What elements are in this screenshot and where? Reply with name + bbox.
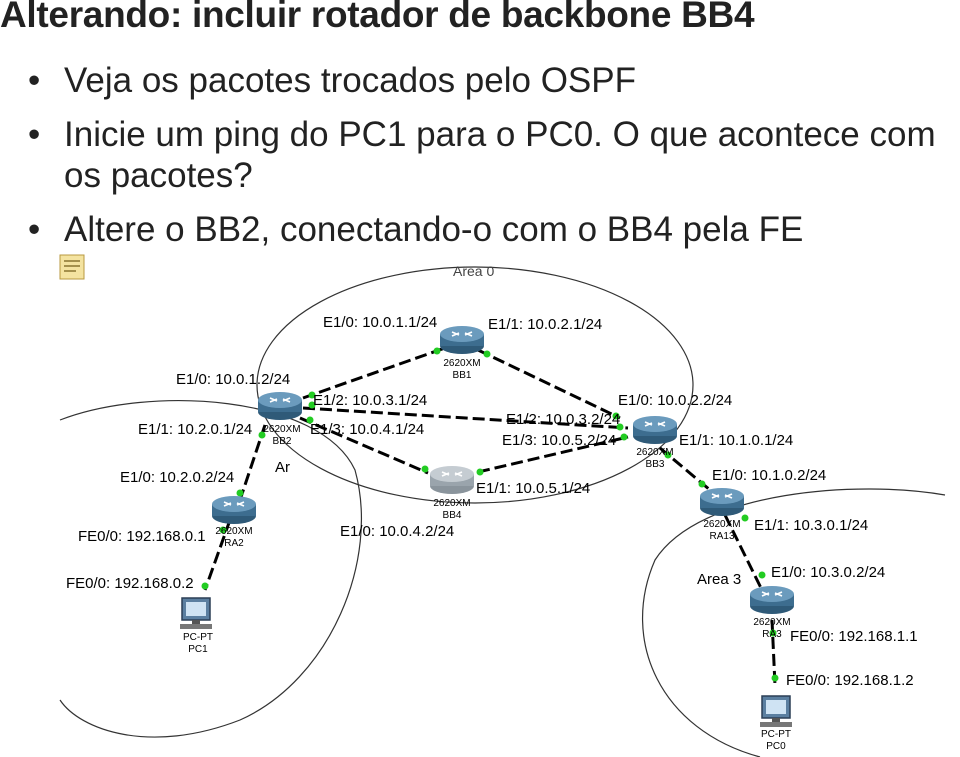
device-name-label: RA2	[224, 538, 244, 549]
device-name-label: BB2	[273, 436, 292, 447]
interface-label: E1/0: 10.0.1.2/24	[176, 371, 290, 388]
interface-label: FE0/0: 192.168.1.2	[786, 672, 914, 689]
router-ra3[interactable]: 2620XM RA3	[749, 585, 795, 640]
device-model-label: 2620XM	[753, 617, 790, 628]
bullet-list: Veja os pacotes trocados pelo OSPF Inici…	[28, 60, 948, 250]
interface-label: E1/0: 10.3.0.2/24	[771, 564, 885, 581]
device-name-label: BB3	[646, 459, 665, 470]
interface-label: E1/0: 10.0.2.2/24	[618, 392, 732, 409]
area-0-label: Area 0	[453, 263, 494, 279]
interface-label: E1/1: 10.3.0.1/24	[754, 517, 868, 534]
interface-label: E1/2: 10.0.3.2/24	[506, 411, 620, 428]
bullet-item: Veja os pacotes trocados pelo OSPF	[28, 60, 948, 101]
router-ra13[interactable]: 2620XM RA13	[699, 487, 745, 542]
device-name-label: BB4	[443, 510, 462, 521]
area-3-boundary	[642, 488, 946, 757]
device-model-label: 2620XM	[443, 358, 480, 369]
interface-label: E1/3: 10.0.4.1/24	[310, 421, 424, 438]
device-model-label: PC-PT	[183, 632, 213, 643]
bullet-item: Altere o BB2, conectando-o com o BB4 pel…	[28, 209, 948, 250]
area-3-label: Area 3	[697, 571, 741, 588]
slide-title: Alterando: incluir rotador de backbone B…	[0, 0, 755, 35]
device-name-label: PC0	[766, 741, 786, 752]
router-bb4[interactable]: 2620XM BB4	[429, 465, 475, 521]
interface-label: E1/1: 10.2.0.1/24	[138, 421, 252, 438]
interface-label: FE0/0: 192.168.1.1	[790, 628, 918, 645]
interface-label: E1/1: 10.0.5.1/24	[476, 480, 590, 497]
interface-label: E1/1: 10.1.0.1/24	[679, 432, 793, 449]
area-1-boundary	[59, 400, 363, 738]
router-bb3[interactable]: 2620XM BB3	[632, 415, 678, 470]
router-bb1[interactable]: 2620XM BB1	[439, 325, 485, 381]
area-0-boundary	[256, 266, 694, 504]
pc-pc0[interactable]: PC-PT PC0	[759, 695, 793, 752]
interface-label: FE0/0: 192.168.0.1	[78, 528, 206, 545]
interface-label: E1/0: 10.0.1.1/24	[323, 314, 437, 331]
device-model-label: 2620XM	[263, 424, 300, 435]
interface-label: FE0/0: 192.168.0.2	[66, 575, 194, 592]
pc-pc1[interactable]: PC-PT PC1	[179, 597, 213, 655]
area-1-label: Ar	[275, 459, 290, 476]
note-icon	[59, 254, 85, 280]
interface-label: E1/1: 10.0.2.1/24	[488, 316, 602, 333]
interface-label: E1/2: 10.0.3.1/24	[313, 392, 427, 409]
device-name-label: BB1	[453, 370, 472, 381]
interface-label: E1/3: 10.0.5.2/24	[502, 432, 616, 449]
device-model-label: 2620XM	[636, 447, 673, 458]
device-name-label: RA13	[709, 531, 734, 542]
device-model-label: 2620XM	[215, 526, 252, 537]
interface-label: E1/0: 10.0.4.2/24	[340, 523, 454, 540]
interface-label: E1/0: 10.1.0.2/24	[712, 467, 826, 484]
router-bb2[interactable]: 2620XM BB2	[257, 391, 303, 447]
interface-label: E1/0: 10.2.0.2/24	[120, 469, 234, 486]
device-name-label: RA3	[762, 629, 782, 640]
device-model-label: 2620XM	[433, 498, 470, 509]
router-ra2[interactable]: 2620XM RA2	[211, 495, 257, 549]
bullet-item: Inicie um ping do PC1 para o PC0. O que …	[28, 114, 948, 196]
device-model-label: PC-PT	[761, 729, 791, 740]
device-model-label: 2620XM	[703, 519, 740, 530]
link-status-dots	[201, 347, 779, 682]
device-name-label: PC1	[188, 644, 208, 655]
network-links	[203, 346, 777, 686]
